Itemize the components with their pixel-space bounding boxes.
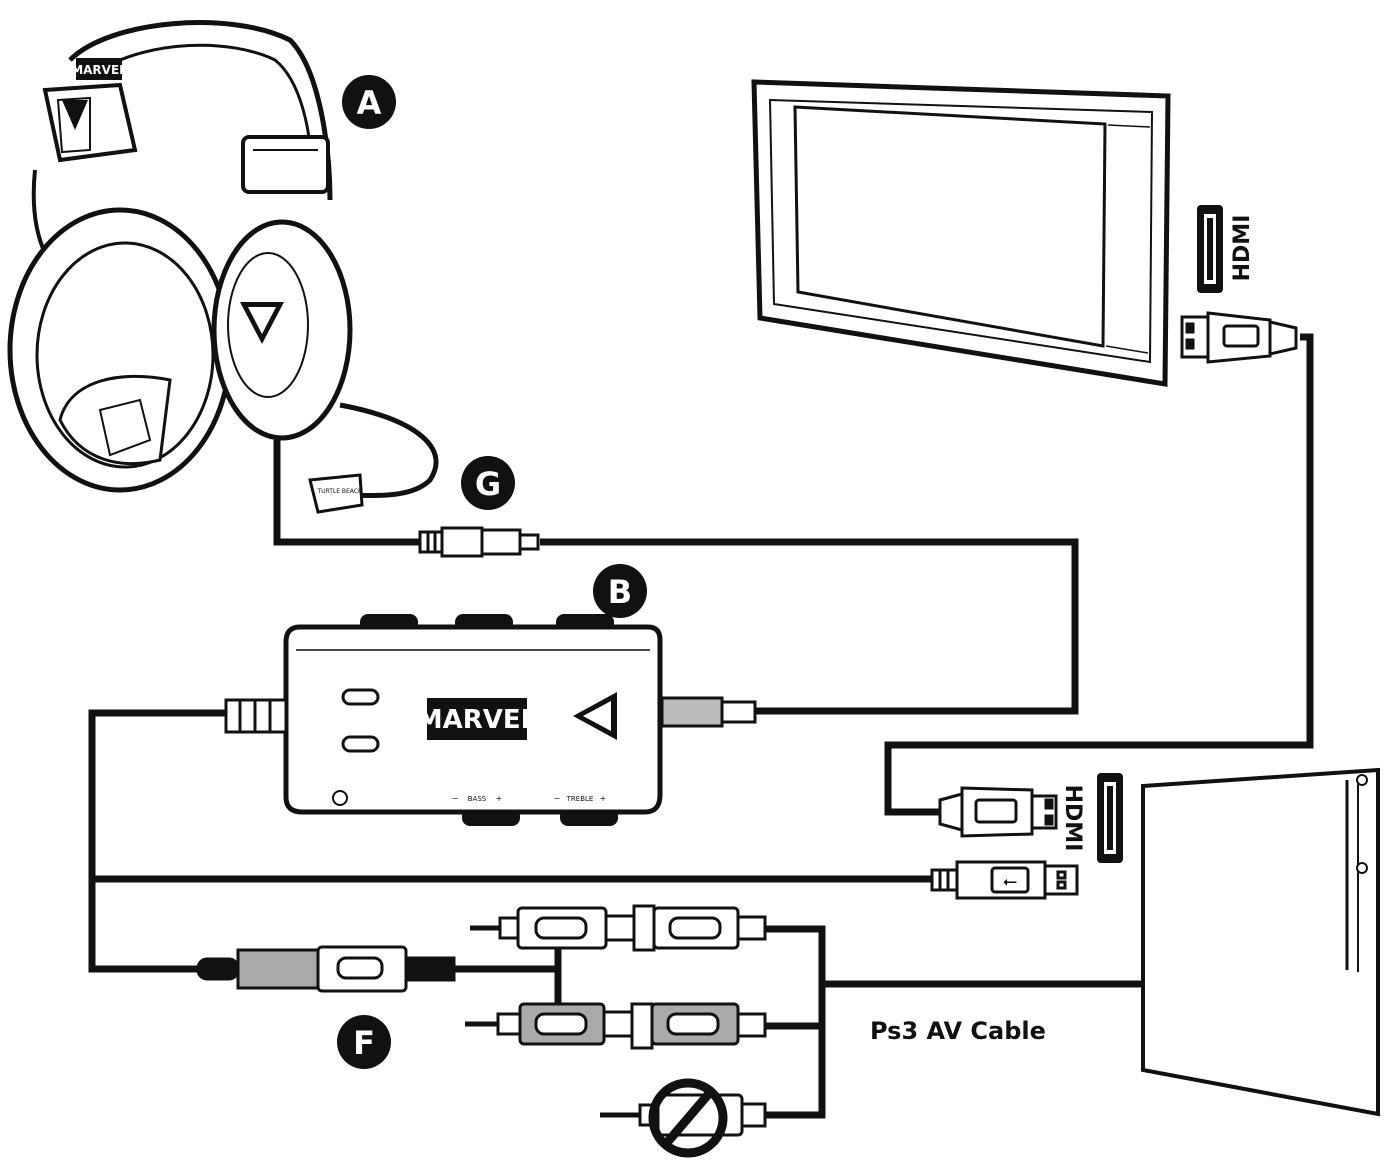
- hdmi-cable: [884, 333, 1314, 816]
- mic-connector-g: [418, 526, 540, 558]
- callout-b: B: [593, 564, 647, 618]
- amp-bass-label: BASS: [468, 795, 487, 803]
- callout-f-letter: F: [353, 1024, 375, 1062]
- ps3-console: [1141, 767, 1380, 1117]
- rca-plug-white-top: [470, 904, 767, 952]
- amplifier: [224, 614, 757, 826]
- av-cable: [765, 925, 1143, 1119]
- prohibited-icon: [648, 1078, 728, 1158]
- amp-usb-cable: [88, 709, 225, 973]
- hdmi-label-tv: HDMI: [1230, 215, 1255, 282]
- cables: [88, 333, 1314, 1119]
- usb-plug: [930, 860, 1079, 900]
- amp-bass-minus: −: [452, 794, 459, 803]
- hdmi-port-tv: [1197, 205, 1223, 293]
- television: [751, 79, 1171, 387]
- ps3-av-cable-label: Ps3 AV Cable: [870, 1017, 1046, 1045]
- callout-b-letter: B: [608, 573, 632, 611]
- headset: MARVEL TURTLE BEACH: [7, 20, 439, 514]
- mic-brand-text: TURTLE BEACH: [316, 488, 362, 495]
- hdmi-label-console: HDMI: [1060, 785, 1085, 852]
- amp-treble-label: TREBLE: [566, 795, 594, 803]
- splitter-f: [196, 945, 456, 993]
- callout-a-letter: A: [357, 84, 382, 122]
- rca-plug-grey-middle: [465, 1002, 767, 1050]
- hdmi-port-console: [1097, 773, 1123, 863]
- amp-treble-minus: −: [554, 794, 561, 803]
- callout-g-letter: G: [475, 465, 501, 503]
- usb-icon: ⭠: [1003, 871, 1017, 892]
- amp-bass-plus: +: [496, 794, 503, 803]
- headset-band-logo: MARVEL: [71, 63, 127, 77]
- hdmi-plug-tv: [1180, 311, 1298, 364]
- callout-g: G: [461, 456, 515, 510]
- amp-logo: MARVEL: [417, 705, 537, 735]
- hdmi-plug-console: [938, 786, 1058, 838]
- callout-f: F: [337, 1015, 391, 1069]
- amp-input-cable: [540, 538, 1079, 715]
- callout-a: A: [342, 75, 396, 129]
- headset-cable: [273, 440, 420, 546]
- amp-treble-plus: +: [600, 794, 607, 803]
